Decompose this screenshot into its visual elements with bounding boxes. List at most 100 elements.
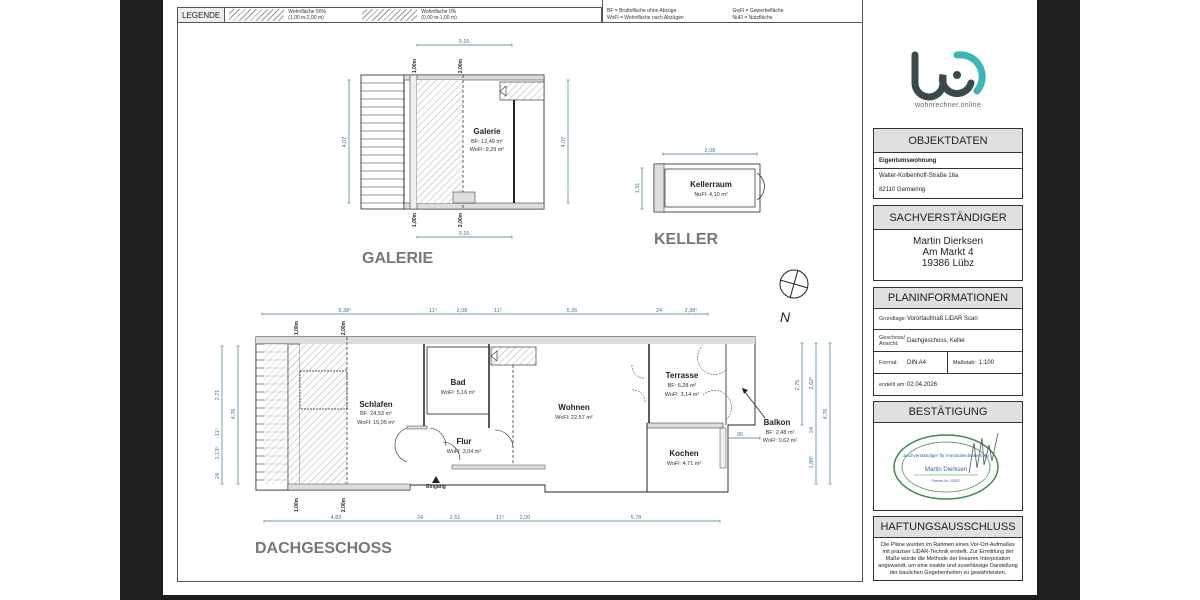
drawing-frame <box>177 22 863 582</box>
objektdaten-box: OBJEKTDATEN Eigentumswohnung Walter-Kolb… <box>873 128 1023 199</box>
grundlage-label: Grundlage: <box>879 316 907 322</box>
room-balkon: Balkon <box>764 418 791 427</box>
legend-item-0: Wohnfläche 0% (0,00 m-1,00 m) <box>421 9 457 21</box>
format-label: Format: <box>879 359 898 366</box>
erstellt-value: 02.04.2026 <box>907 381 938 388</box>
haftung-text: Die Pläne wurden im Rahmen eines Vor-Ort… <box>878 542 1018 576</box>
grundlage-value: Vorortaufmaß LiDAR Scan <box>907 316 978 322</box>
room-kochen: Kochen <box>669 449 698 458</box>
svg-text:2,71: 2,71 <box>215 390 221 401</box>
svg-text:5,38⁵: 5,38⁵ <box>339 307 352 314</box>
svg-text:3,15: 3,15 <box>459 231 470 237</box>
property-type: Eigentumswohnung <box>874 153 1022 169</box>
format-value: DIN A4 <box>907 359 927 366</box>
keller-title: KELLER <box>654 231 718 248</box>
svg-text:11⁵: 11⁵ <box>494 307 502 314</box>
bestaetigung-box: BESTÄTIGUNG Sachverständiger für Immobil… <box>873 401 1023 511</box>
svg-text:4,76: 4,76 <box>231 409 237 420</box>
svg-text:WoFl: 5,16 m²: WoFl: 5,16 m² <box>441 390 476 396</box>
legend-title: LEGENDE <box>178 8 226 22</box>
svg-text:WoFl: 9,29 m²: WoFl: 9,29 m² <box>470 147 505 153</box>
hatch-50-swatch <box>229 9 285 21</box>
svg-text:24: 24 <box>215 473 221 479</box>
objektdaten-title: OBJEKTDATEN <box>874 129 1022 153</box>
svg-text:BF: 12,49 m²: BF: 12,49 m² <box>471 139 503 145</box>
left-dark-margin <box>120 0 163 600</box>
svg-text:4,76: 4,76 <box>823 409 829 420</box>
bottom-dark-margin <box>120 595 1080 600</box>
svg-text:2,08: 2,08 <box>705 148 716 154</box>
logo-text: wohnrechner.online <box>914 102 982 109</box>
svg-text:2,00m: 2,00m <box>458 212 464 227</box>
wohnrechner-logo-icon <box>911 51 986 101</box>
expert-name: Martin Dierksen <box>912 236 984 247</box>
hatch-0-swatch <box>362 9 418 21</box>
svg-text:2,00m: 2,00m <box>458 58 464 73</box>
room-galerie: Galerie <box>473 127 501 136</box>
svg-text:2,00m: 2,00m <box>341 320 347 335</box>
planinfo-title: PLANINFORMATIONEN <box>874 288 1022 309</box>
stamp-signature-icon: Sachverständiger für Immobilienbewertung… <box>893 432 999 500</box>
svg-text:24: 24 <box>656 308 662 314</box>
galerie-title: GALERIE <box>362 250 434 267</box>
svg-text:2,51: 2,51 <box>450 515 461 521</box>
svg-text:1,00m: 1,00m <box>412 58 418 73</box>
svg-text:Partner-Nr.: 92837: Partner-Nr.: 92837 <box>932 479 961 483</box>
svg-text:11⁵: 11⁵ <box>496 514 504 521</box>
svg-text:WoFl: 4,71 m²: WoFl: 4,71 m² <box>667 461 702 467</box>
room-terrasse: Terrasse <box>666 371 699 380</box>
svg-text:24: 24 <box>809 427 815 433</box>
room-wohnen: Wohnen <box>558 403 590 412</box>
svg-text:1,00m: 1,00m <box>294 320 300 335</box>
right-dark-margin <box>1037 0 1080 600</box>
svg-text:1,88⁵: 1,88⁵ <box>808 456 815 469</box>
svg-text:24: 24 <box>417 515 423 521</box>
svg-text:N: N <box>780 309 791 325</box>
svg-text:1,13⁵: 1,13⁵ <box>214 447 221 460</box>
svg-text:5,78: 5,78 <box>631 515 642 521</box>
galerie-plan: 3,15 3,15 4,07 4,07 1,00m 2,0 <box>342 39 570 239</box>
dachgeschoss-plan: 5,38⁵ 11⁵ 2,08 11⁵ 5,26 24 2,38⁵ 4,83 24… <box>214 307 832 523</box>
floor-plans: 3,15 3,15 4,07 4,07 1,00m 2,0 <box>214 39 832 523</box>
svg-text:4,07: 4,07 <box>342 137 348 148</box>
property-city: 82110 Germering <box>879 187 926 193</box>
svg-text:2,00m: 2,00m <box>341 497 347 512</box>
svg-text:WoFl: 3,14 m²: WoFl: 3,14 m² <box>665 392 700 398</box>
room-schlafen: Schlafen <box>359 400 392 409</box>
expert-city: 19386 Lübz <box>921 258 975 269</box>
svg-text:1,00m: 1,00m <box>412 212 418 227</box>
svg-text:90: 90 <box>737 432 743 438</box>
haftungsausschluss-box: HAFTUNGSAUSSCHLUSS Die Pläne wurden im R… <box>873 516 1023 581</box>
sachverstaendiger-title: SACHVERSTÄNDIGER <box>874 206 1022 230</box>
svg-text:BF: 24,53 m²: BF: 24,53 m² <box>360 411 392 417</box>
entrance-label: Eingang <box>426 484 446 490</box>
svg-text:WoFl: 3,04 m²: WoFl: 3,04 m² <box>447 449 482 455</box>
svg-text:2,75: 2,75 <box>795 380 801 391</box>
svg-text:2,38⁵: 2,38⁵ <box>685 307 698 314</box>
massstab-value: 1:100 <box>979 359 995 366</box>
svg-text:4,83: 4,83 <box>331 515 342 521</box>
north-arrow-icon: N <box>779 269 809 325</box>
geschoss-value: Dachgeschoss, Keller <box>907 337 966 344</box>
svg-text:BF: 6,28 m²: BF: 6,28 m² <box>668 383 697 389</box>
bestaetigung-title: BESTÄTIGUNG <box>874 402 1022 423</box>
svg-text:Sachverständiger für Immobilie: Sachverständiger für Immobilienbewertung <box>903 453 989 458</box>
svg-text:2,62⁵: 2,62⁵ <box>808 377 815 390</box>
expert-street: Am Markt 4 <box>922 247 974 258</box>
haftung-title: HAFTUNGSAUSSCHLUSS <box>874 517 1022 538</box>
sachverstaendiger-box: SACHVERSTÄNDIGER Martin Dierksen Am Mark… <box>873 205 1023 281</box>
svg-text:5,26: 5,26 <box>567 308 578 314</box>
keller-plan: 2,08 1,31 Kellerraum NuFl: 4,10 m² <box>635 148 765 213</box>
room-bad: Bad <box>450 378 465 387</box>
planinformationen-box: PLANINFORMATIONEN Grundlage: Vorortaufma… <box>873 287 1023 396</box>
massstab-label: Maßstab: <box>953 359 976 366</box>
svg-text:1,00m: 1,00m <box>294 497 300 512</box>
svg-text:Martin Dierksen: Martin Dierksen <box>925 467 967 473</box>
svg-text:WoFl: 15,05 m²: WoFl: 15,05 m² <box>357 420 395 426</box>
property-street: Walter-Kolbenhoff-Straße 16a <box>879 173 959 179</box>
room-flur: Flur <box>456 437 471 446</box>
legend: LEGENDE Wohnfläche 50% (1,00 m-2,00 m) W… <box>177 7 602 23</box>
svg-text:4,07: 4,07 <box>561 137 567 148</box>
erstellt-label: erstellt am: <box>879 381 906 388</box>
svg-text:2,08: 2,08 <box>457 308 468 314</box>
